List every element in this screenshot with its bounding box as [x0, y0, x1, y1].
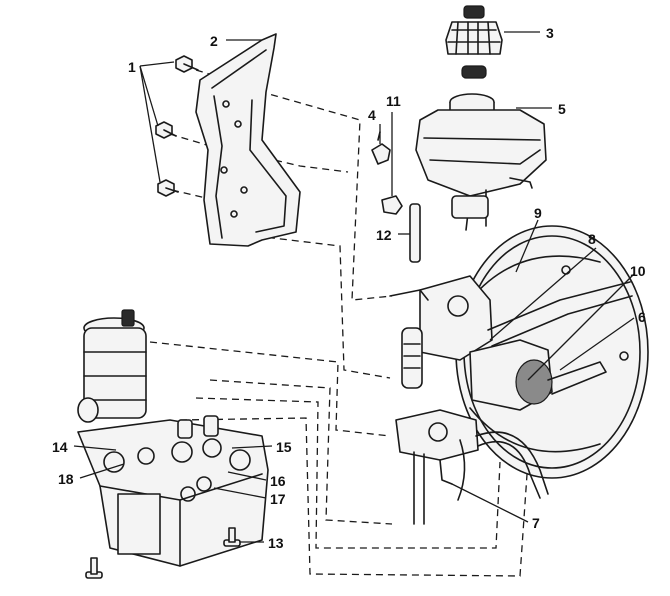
screw-unlabelled: [85, 557, 103, 579]
brake-lines-part-7: [389, 289, 549, 525]
callout-7: 7: [532, 515, 540, 531]
callout-2: 2: [210, 33, 218, 49]
leader-lines: [73, 31, 635, 543]
callout-4: 4: [368, 107, 376, 123]
callout-8: 8: [588, 231, 596, 247]
callout-13: 13: [268, 535, 284, 551]
callout-12: 12: [376, 227, 392, 243]
abs-pump-motor: [77, 309, 147, 423]
callout-6: 6: [638, 309, 646, 325]
callout-labels: 1 2 3 4 5 6 7 8 9 10 11 12 13 14 15 16 1…: [52, 25, 646, 551]
mounting-bracket-part-2: [195, 33, 301, 247]
master-cylinder-assembly: [401, 275, 633, 411]
fitting-part-4: [371, 131, 391, 165]
callout-1: 1: [128, 59, 136, 75]
reservoir-cap-part-3: [445, 5, 503, 79]
callout-9: 9: [534, 205, 542, 221]
callout-17: 17: [270, 491, 286, 507]
dashed-assembly-lines: [149, 69, 529, 577]
callout-5: 5: [558, 101, 566, 117]
abs-valve-block: [77, 415, 269, 567]
callout-15: 15: [276, 439, 292, 455]
callout-18: 18: [58, 471, 74, 487]
grommet-part-11: [381, 195, 403, 215]
callout-11: 11: [386, 93, 401, 109]
fluid-reservoir-part-5: [415, 93, 547, 231]
screw-part-13: [223, 527, 241, 547]
pin-part-12: [409, 203, 421, 263]
callout-3: 3: [546, 25, 554, 41]
callout-14: 14: [52, 439, 68, 455]
bolt-part-1: [155, 55, 199, 197]
callout-16: 16: [270, 473, 286, 489]
callout-10: 10: [630, 263, 646, 279]
